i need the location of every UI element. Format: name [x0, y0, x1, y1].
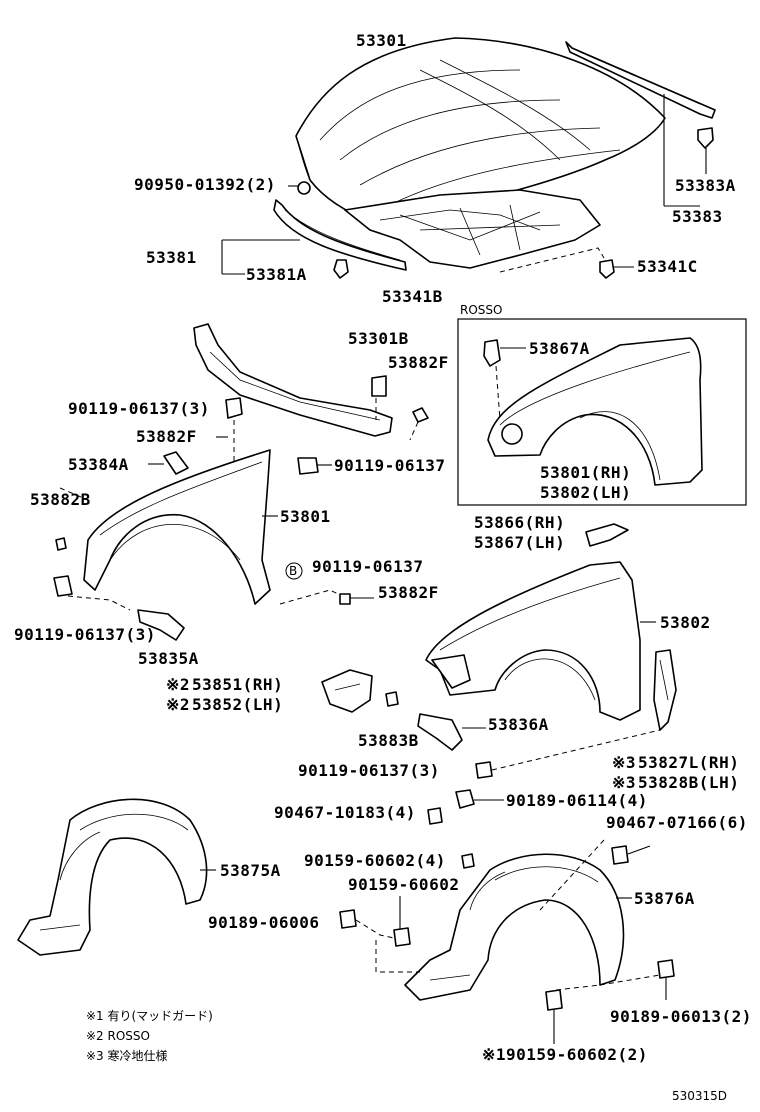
hood-insulator-illustration	[344, 189, 601, 269]
label-90119-06137-3-left: 90119-06137(3)	[14, 625, 156, 644]
label-53802: 53802	[660, 613, 711, 632]
label-53341C: 53341C	[637, 257, 698, 276]
label-53882F-top: 53882F	[388, 353, 449, 372]
bracket-53836A-illustration	[385, 691, 463, 751]
label-90119-06137-3-mid: 90119-06137(3)	[298, 761, 440, 780]
rosso-inset-box	[457, 318, 747, 506]
hood-stay-illustration	[273, 199, 407, 279]
label-53383A: 53383A	[675, 176, 736, 195]
fender-lh-illustration	[425, 561, 677, 731]
label-53828BLH: 53828B(LH)	[638, 773, 739, 792]
mark-3-lh: ※3	[612, 773, 636, 792]
label-53866RH: 53866(RH)	[474, 513, 565, 532]
label-90119-06137-single: 90119-06137	[334, 456, 445, 475]
footnote-1: ※1 有り(マッドガード)	[86, 1009, 213, 1023]
label-90950-01392: 90950-01392(2)	[134, 175, 276, 194]
label-53383: 53383	[672, 207, 723, 226]
label-53827LRH: 53827L(RH)	[638, 753, 739, 772]
liner-rh-illustration	[404, 853, 625, 1001]
rosso-inset-title: ROSSO	[460, 303, 502, 317]
rosso-fender-illustration	[483, 337, 703, 486]
mark-1: ※1	[482, 1045, 506, 1064]
liner-lh-illustration	[17, 798, 208, 956]
label-53301: 53301	[356, 31, 407, 50]
label-53852LH: 53852(LH)	[192, 695, 283, 714]
circled-b-marker: B	[289, 564, 297, 578]
label-53867LH: 53867(LH)	[474, 533, 565, 552]
label-53801RH-rosso: 53801(RH)	[540, 463, 631, 482]
footnote-3: ※3 寒冷地仕様	[86, 1048, 168, 1063]
label-90119-06137-3-top: 90119-06137(3)	[68, 399, 210, 418]
label-53381A: 53381A	[246, 265, 307, 284]
label-90189-06114: 90189-06114(4)	[506, 791, 648, 810]
label-90119-06137-B: 90119-06137	[312, 557, 423, 576]
label-53876A: 53876A	[634, 889, 695, 908]
label-53384A: 53384A	[68, 455, 129, 474]
label-53836A: 53836A	[488, 715, 549, 734]
hood-seal-illustration	[565, 41, 716, 156]
mark-2-lh: ※2	[166, 695, 190, 714]
label-90189-06006: 90189-06006	[208, 913, 319, 932]
figure-code: 530315D	[672, 1089, 727, 1103]
label-53882F-low: 53882F	[378, 583, 439, 602]
label-53341B: 53341B	[382, 287, 443, 306]
fender-support-illustration	[193, 323, 429, 437]
label-53802LH-rosso: 53802(LH)	[540, 483, 631, 502]
label-53883B: 53883B	[358, 731, 419, 750]
label-53851RH: 53851(RH)	[192, 675, 283, 694]
label-53882B: 53882B	[30, 490, 91, 509]
label-90159-60602-2: 90159-60602(2)	[506, 1045, 648, 1064]
insulator-clip-illustration	[599, 259, 615, 279]
label-53875A: 53875A	[220, 861, 281, 880]
fender-rh-illustration	[53, 449, 271, 605]
label-90189-06013: 90189-06013(2)	[610, 1007, 752, 1026]
label-90467-07166: 90467-07166(6)	[606, 813, 748, 832]
label-53867A: 53867A	[529, 339, 590, 358]
label-90467-10183: 90467-10183(4)	[274, 803, 416, 822]
mark-2-rh: ※2	[166, 675, 190, 694]
label-53301B: 53301B	[348, 329, 409, 348]
bracket-53835A-illustration	[137, 609, 185, 641]
label-90159-60602-4: 90159-60602(4)	[304, 851, 446, 870]
mark-3-rh: ※3	[612, 753, 636, 772]
label-53381: 53381	[146, 248, 197, 267]
liner-extension-illustration	[585, 523, 629, 547]
label-53801: 53801	[280, 507, 331, 526]
label-53882F-mid: 53882F	[136, 427, 197, 446]
label-90159-60602: 90159-60602	[348, 875, 459, 894]
footnote-2: ※2 ROSSO	[86, 1029, 150, 1043]
mudguard-illustration	[321, 669, 373, 713]
label-53835A: 53835A	[138, 649, 199, 668]
